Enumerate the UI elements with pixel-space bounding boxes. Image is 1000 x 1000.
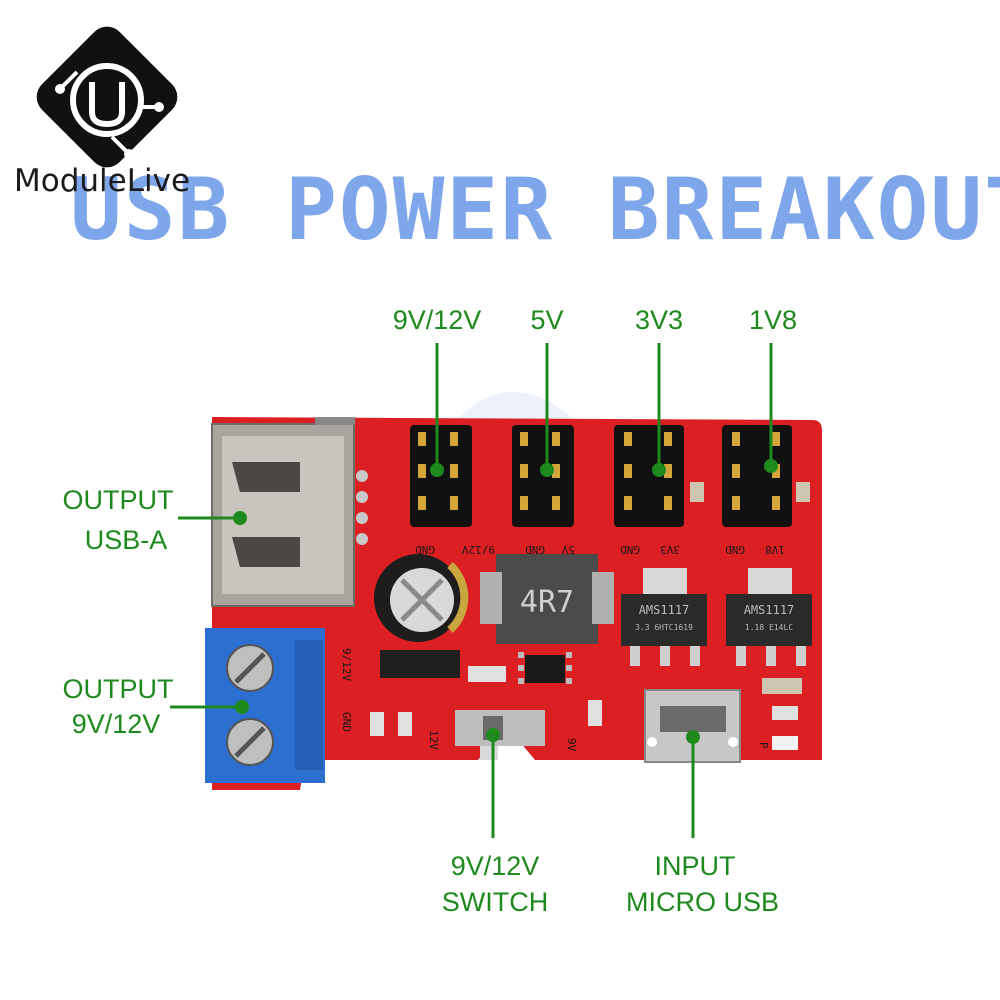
diode-smd (380, 650, 460, 678)
silk-gnd: GND (415, 543, 435, 556)
silk-sw-12v: 12V (427, 730, 440, 750)
capacitor-smd (762, 678, 802, 694)
label-header-1v8: 1V8 (748, 305, 798, 335)
led-smd (772, 736, 798, 750)
capacitor-smd (796, 482, 810, 502)
usb-a-connector (211, 417, 368, 607)
regulator-3v3: AMS1117 3.3 6HTC1619 (621, 568, 707, 666)
brand-logo-icon (36, 26, 178, 168)
ic-soic (518, 652, 572, 684)
label-switch-line1: 9V/12V (450, 851, 540, 881)
label-header-9v12v: 9V/12V (392, 305, 482, 335)
silk-sw-9v: 9V (565, 738, 578, 752)
label-switch-line2: SWITCH (441, 887, 549, 917)
capacitor-smd (690, 482, 704, 502)
resistor-smd (398, 712, 412, 736)
reg-3v3-marking: AMS1117 (639, 603, 690, 617)
label-output-usba-line2: USB-A (84, 525, 168, 555)
electrolytic-capacitor (374, 554, 469, 642)
silk-1v8: 1V8 (765, 543, 785, 556)
label-output-usba-line1: OUTPUT (62, 485, 174, 515)
silk-gnd: GND (725, 543, 745, 556)
screw-terminal (205, 628, 325, 783)
header-1v8 (722, 425, 792, 527)
silk-5v: 5V (561, 543, 575, 556)
silk-led-p: P (757, 742, 770, 749)
micro-usb-connector (644, 689, 741, 763)
label-input-line1: INPUT (654, 851, 736, 881)
resistor-smd (468, 666, 506, 682)
page-title: USB POWER BREAKOUT (70, 160, 1000, 260)
reg-3v3-code: 3.3 6HTC1619 (635, 623, 693, 632)
label-output-terminal-line2: 9V/12V (71, 709, 161, 739)
silk-3v3: 3V3 (660, 543, 680, 556)
label-output-terminal-line1: OUTPUT (62, 674, 174, 704)
brand-name: ModuleLive (14, 163, 191, 199)
label-header-5v: 5V (530, 305, 564, 335)
silk-gnd: GND (525, 543, 545, 556)
resistor-smd (370, 712, 384, 736)
reg-1v8-marking: AMS1117 (744, 603, 795, 617)
label-input-line2: MICRO USB (625, 887, 779, 917)
resistor-smd (772, 706, 798, 720)
silk-gnd: GND (620, 543, 640, 556)
header-5v (512, 425, 574, 527)
resistor-smd (588, 700, 602, 726)
inductor: 4R7 (480, 554, 614, 644)
silk-term-9v12v: 9/12V (340, 648, 353, 681)
regulator-1v8: AMS1117 1.18 E14LC (726, 568, 812, 666)
header-9v12v (410, 425, 472, 527)
label-header-3v3: 3V3 (634, 305, 684, 335)
reg-1v8-code: 1.18 E14LC (745, 623, 793, 632)
header-3v3 (614, 425, 684, 527)
silk-9v12v: 9/12V (462, 543, 495, 556)
inductor-marking: 4R7 (520, 585, 574, 620)
silk-term-gnd: GND (340, 712, 353, 732)
